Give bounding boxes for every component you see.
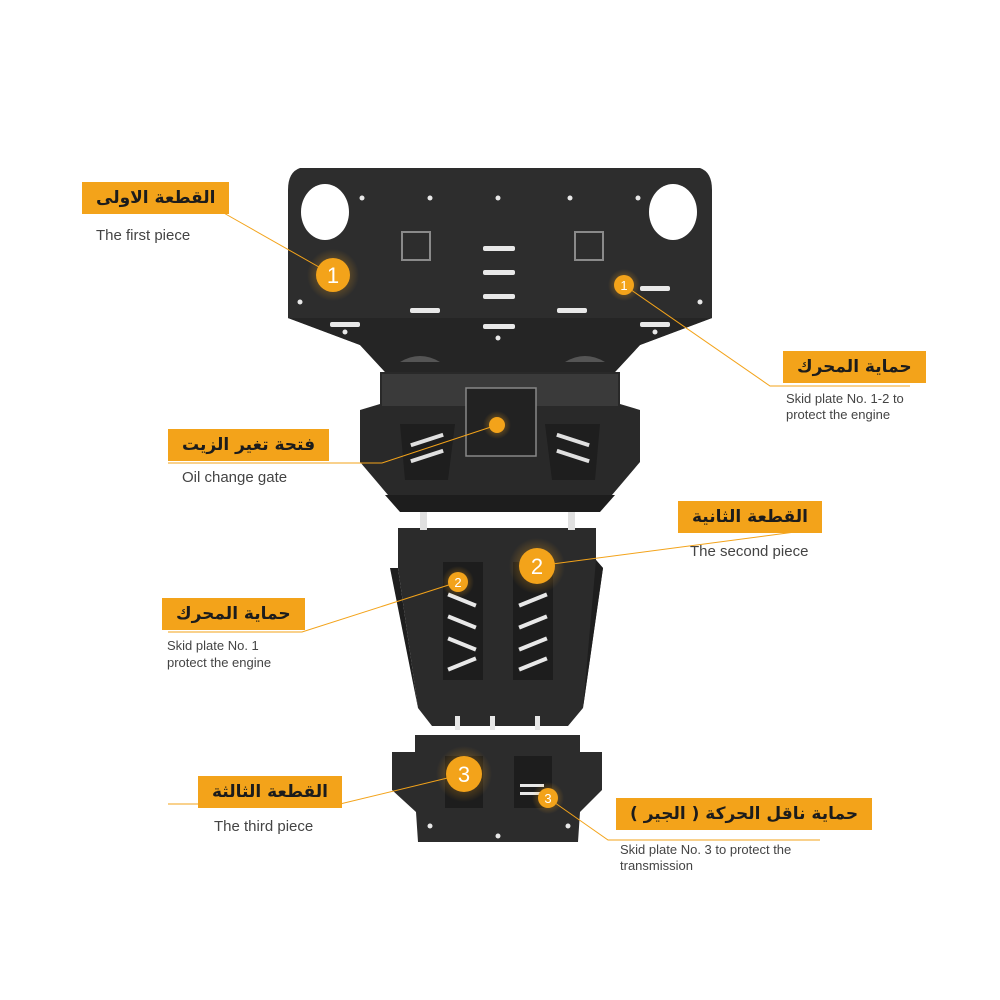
transmission-guard-en-label: Skid plate No. 3 to protect the transmis… xyxy=(620,842,792,873)
first-piece-en-label: The first piece xyxy=(96,227,191,244)
left-hole xyxy=(301,184,349,240)
marker-2-large: 2 xyxy=(509,538,565,594)
first-piece-ar-label: القطعة الاولى xyxy=(82,182,230,214)
third-piece-plate xyxy=(392,735,602,842)
second-piece-en-label: The second piece xyxy=(690,543,809,560)
svg-text:1: 1 xyxy=(327,263,339,288)
engine-guard-1-2-ar-label: حماية المحرك xyxy=(783,351,926,383)
oil-change-hatch xyxy=(465,387,537,457)
marker-2-small: 2 xyxy=(442,566,474,598)
second-piece-ar-label: القطعة الثانية xyxy=(678,501,822,533)
oil-gate-section xyxy=(360,372,640,512)
right-hole xyxy=(649,184,697,240)
engine-guard-1-en-line1: Skid plate No. 1 xyxy=(167,638,259,653)
marker-oil-gate xyxy=(483,411,511,439)
svg-text:1: 1 xyxy=(620,278,627,293)
oil-gate-en-label: Oil change gate xyxy=(182,469,288,486)
svg-text:3: 3 xyxy=(458,762,470,787)
second-piece-plate xyxy=(390,512,603,730)
third-piece-ar-label: القطعة الثالثة xyxy=(198,776,342,808)
svg-text:3: 3 xyxy=(544,791,551,806)
transmission-guard-ar-label: حماية ناقل الحركة ( الجير ) xyxy=(616,798,873,830)
oil-gate-ar-label: فتحة تغير الزيت xyxy=(168,429,330,461)
third-piece-en-label: The third piece xyxy=(214,818,314,835)
marker-3-small: 3 xyxy=(532,782,564,814)
engine-guard-1-en-line2: protect the engine xyxy=(167,655,272,670)
marker-1-small: 1 xyxy=(608,269,640,301)
engine-guard-1-2-en-label: Skid plate No. 1-2 to protect the engine xyxy=(786,391,904,422)
first-piece-plate xyxy=(288,168,712,372)
marker-1-large: 1 xyxy=(307,249,359,301)
engine-guard-1-ar-label: حماية المحرك xyxy=(162,598,305,630)
svg-text:2: 2 xyxy=(531,554,543,579)
marker-3-large: 3 xyxy=(436,746,492,802)
svg-text:2: 2 xyxy=(454,575,461,590)
